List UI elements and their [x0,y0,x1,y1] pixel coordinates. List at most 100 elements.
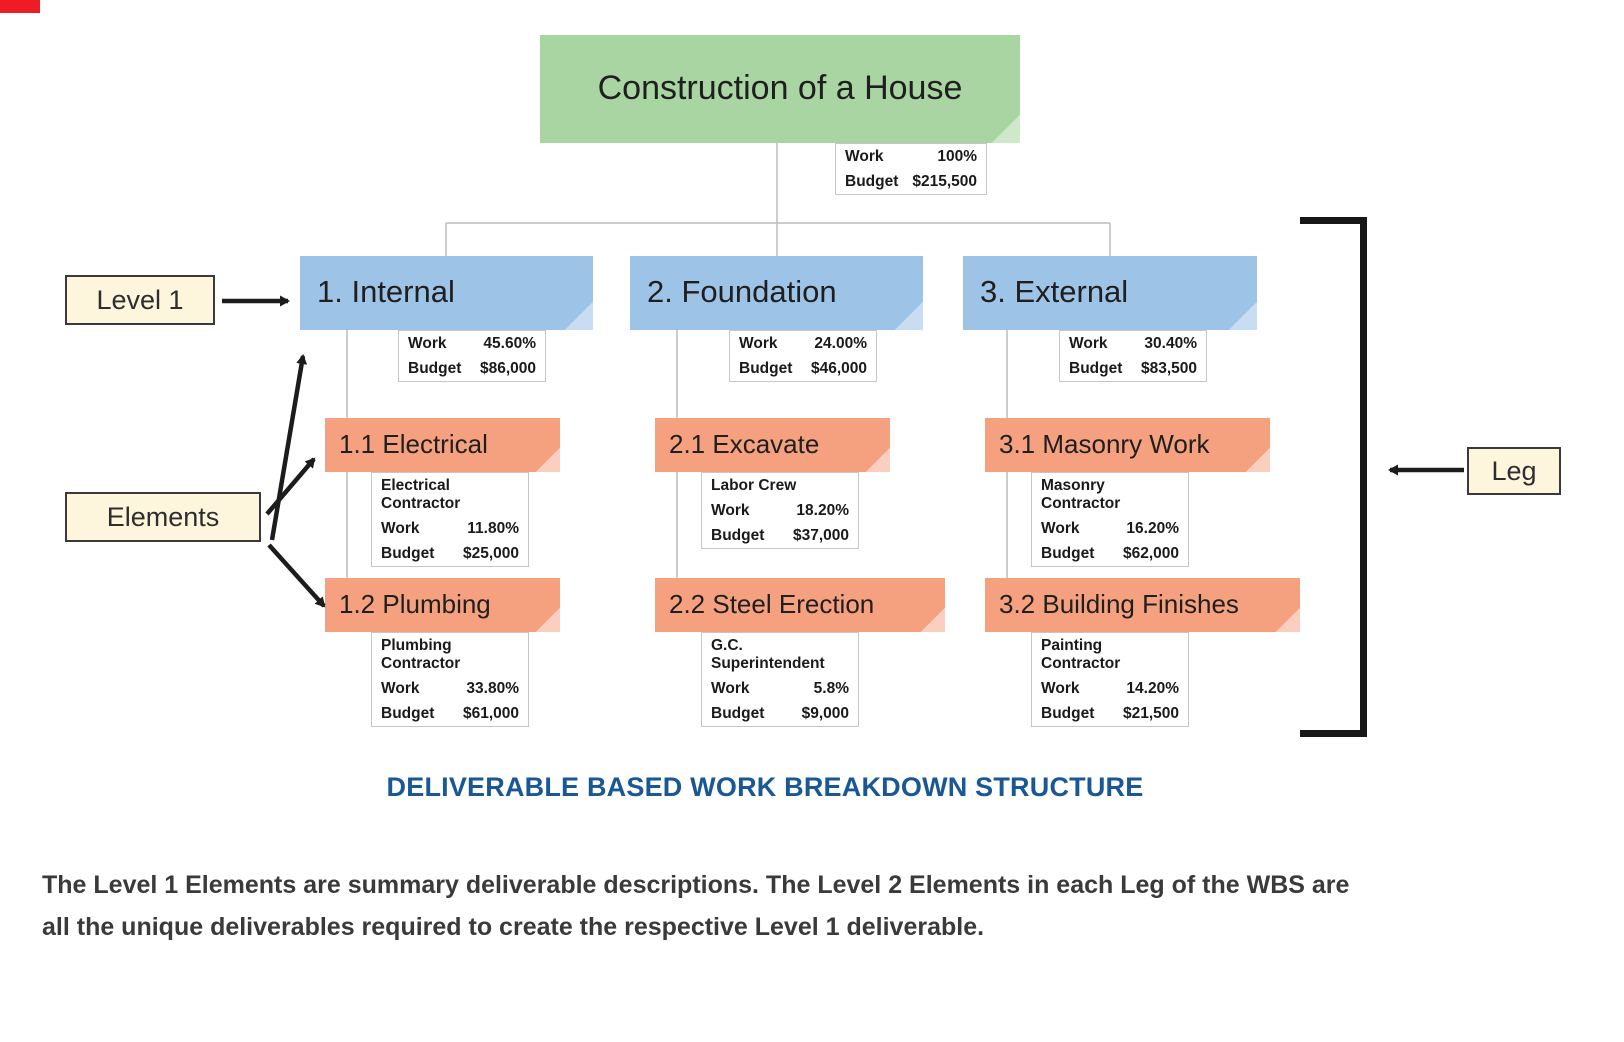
table-row: Budget $21,500 [1032,701,1188,726]
node-title: 3.1 Masonry Work [999,429,1210,459]
node-steel-erection: 2.2 Steel Erection [655,578,945,632]
leg-bracket [1300,217,1367,737]
node-title: 3.2 Building Finishes [999,589,1239,619]
plumbing-stat-table: Plumbing Contractor Work 33.80% Budget $… [371,632,529,727]
work-label: Work [381,679,420,697]
masonry-stat-table: Masonry Contractor Work 16.20% Budget $6… [1031,472,1189,567]
table-row: Work 24.00% [730,331,876,356]
table-row: Work 30.40% [1060,331,1206,356]
elements-arrow-down [267,543,326,608]
external-stat-table: Work 30.40% Budget $83,500 [1059,330,1207,382]
description-line: all the unique deliverables required to … [42,913,985,941]
table-row: Labor Crew [702,473,858,498]
node-internal: 1. Internal [300,256,593,330]
budget-value: $37,000 [792,526,849,544]
foundation-stat-table: Work 24.00% Budget $46,000 [729,330,877,382]
node-root-title: Construction of a House [597,69,963,107]
table-row: Plumbing Contractor [372,633,528,676]
node-title: 1. Internal [317,274,455,309]
table-row: Budget $37,000 [702,523,858,548]
contractor-label: Labor Crew [711,476,797,494]
work-value: 33.80% [466,679,519,697]
description-line: The Level 1 Elements are summary deliver… [42,871,1350,899]
node-title: 3. External [980,274,1129,309]
leg-label: Leg [1467,447,1561,495]
node-fill [655,578,945,632]
table-row: Budget $215,500 [836,169,986,194]
table-row: Masonry Contractor [1032,473,1188,516]
node-fill [325,418,560,472]
work-value: 5.8% [813,679,849,697]
work-label: Work [711,501,750,519]
description-paragraph: The Level 1 Elements are summary deliver… [42,864,1482,948]
work-label: Work [408,334,447,352]
work-label: Work [845,147,884,165]
budget-label: Budget [1041,544,1095,562]
budget-value: $21,500 [1122,704,1179,722]
node-fill [963,256,1257,330]
node-root: Construction of a House [540,35,1020,143]
node-title: 2. Foundation [647,274,837,309]
node-title: 2.1 Excavate [669,429,820,459]
table-row: G.C. Superintendent [702,633,858,676]
budget-label: Budget [739,359,793,377]
diagram-caption: DELIVERABLE BASED WORK BREAKDOWN STRUCTU… [386,772,1144,802]
table-row: Budget $62,000 [1032,541,1188,566]
elements-label: Elements [65,492,261,542]
node-fill [655,418,890,472]
node-plumbing: 1.2 Plumbing [325,578,560,632]
table-row: Budget $46,000 [730,356,876,381]
work-value: 30.40% [1144,334,1197,352]
node-fill [325,578,560,632]
node-external: 3. External [963,256,1257,330]
node-title: 1.1 Electrical [339,429,488,459]
budget-value: $46,000 [810,359,867,377]
node-title: 1.2 Plumbing [339,589,491,619]
table-row: Budget $61,000 [372,701,528,726]
table-row: Work 5.8% [702,676,858,701]
budget-value: $62,000 [1122,544,1179,562]
steel-erection-stat-table: G.C. Superintendent Work 5.8% Budget $9,… [701,632,859,727]
table-row: Budget $9,000 [702,701,858,726]
red-corner-marker [0,0,40,13]
node-electrical: 1.1 Electrical [325,418,560,472]
work-label: Work [711,679,750,697]
level1-label: Level 1 [65,275,215,325]
node-excavate: 2.1 Excavate [655,418,890,472]
contractor-label: G.C. Superintendent [711,636,825,672]
table-row: Work 11.80% [372,516,528,541]
table-row: Work 33.80% [372,676,528,701]
budget-label: Budget [1069,359,1123,377]
building-finishes-stat-table: Painting Contractor Work 14.20% Budget $… [1031,632,1189,727]
budget-label: Budget [408,359,462,377]
contractor-label: Electrical Contractor [381,476,461,512]
table-row: Budget $25,000 [372,541,528,566]
node-building-finishes: 3.2 Building Finishes [985,578,1300,632]
budget-label: Budget [711,526,765,544]
work-value: 18.20% [796,501,849,519]
node-title: 2.2 Steel Erection [669,589,875,619]
node-fill [985,418,1270,472]
node-fill [630,256,923,330]
table-row: Painting Contractor [1032,633,1188,676]
elements-arrow-mid [265,457,316,516]
root-stat-table: Work 100% Budget $215,500 [835,143,987,195]
node-fill [985,578,1300,632]
work-value: 24.00% [814,334,867,352]
node-foundation: 2. Foundation [630,256,923,330]
budget-value: $215,500 [912,172,977,190]
table-row: Work 16.20% [1032,516,1188,541]
table-row: Work 18.20% [702,498,858,523]
budget-label: Budget [381,544,435,562]
work-label: Work [1041,519,1080,537]
budget-label: Budget [1041,704,1095,722]
excavate-stat-table: Labor Crew Work 18.20% Budget $37,000 [701,472,859,549]
table-row: Budget $83,500 [1060,356,1206,381]
budget-value: $61,000 [462,704,519,722]
work-label: Work [1069,334,1108,352]
contractor-label: Masonry Contractor [1041,476,1121,512]
budget-label: Budget [711,704,765,722]
table-row: Budget $86,000 [399,356,545,381]
internal-stat-table: Work 45.60% Budget $86,000 [398,330,546,382]
